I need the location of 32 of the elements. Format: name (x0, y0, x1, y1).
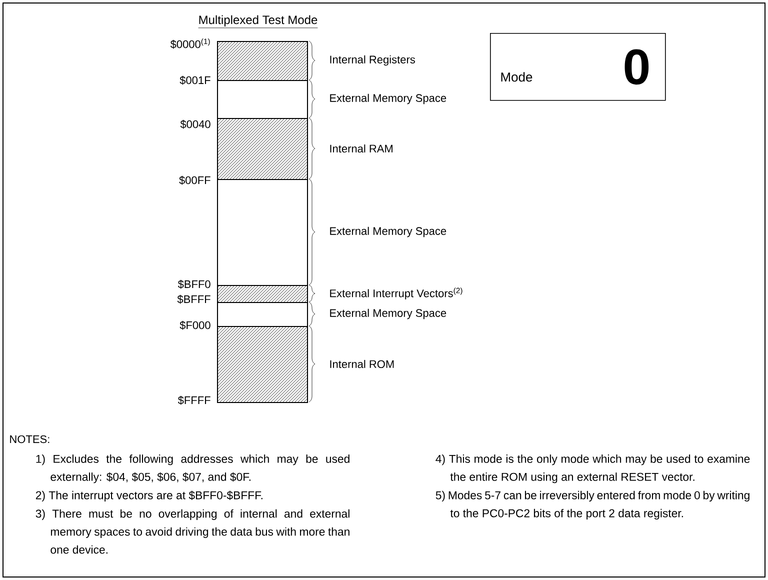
address-label: $BFFF (177, 294, 210, 304)
memory-segment (217, 302, 308, 327)
segment-label: Internal Registers (330, 55, 415, 66)
address-label: $BFF0 (178, 280, 210, 289)
note: 4) This mode is the only mode which may be used to examine the entire ROM using an external RESET vector. (436, 454, 750, 484)
address-label: $00FF (179, 176, 210, 185)
address-label: $F000 (180, 320, 210, 330)
mode-number: 0 (624, 49, 649, 85)
note: 3) There must be no overlapping of internal and external memory spaces to avoid driving the data bus with more than one device. (36, 509, 350, 554)
address-label: $FFFF (178, 396, 210, 405)
mode-box (490, 33, 666, 101)
segment-label: Internal ROM (330, 360, 394, 368)
address-label: $0040 (180, 120, 210, 129)
segment-label: Internal RAM (330, 144, 392, 153)
note: 5) Modes 5-7 can be irreversibly entered from mode 0 by writing to the PC0-PC2 bits of the port 2 data register. (436, 490, 750, 520)
notes-heading: NOTES: (10, 435, 50, 444)
address-label: $001F (180, 76, 210, 85)
segment-label: External Interrupt Vectors$^{(2)}$ (330, 288, 462, 300)
memory-segment (217, 179, 308, 286)
memory-segment (217, 326, 308, 403)
mode-label: Mode (501, 72, 532, 82)
note: 1) Excludes the following addresses which may be used externally: $04, $05, $06, $07, and $0F. (36, 454, 350, 484)
note: 2) The interrupt vectors are at $BFF0-$BFFF. (36, 490, 262, 502)
memory-segment (217, 285, 308, 303)
segment-label: External Memory Space (330, 308, 446, 320)
memory-segment (217, 80, 308, 119)
memory-segment (217, 118, 308, 180)
title: Multiplexed Test Mode (198, 15, 318, 28)
memory-segment (217, 41, 308, 81)
segment-label: External Memory Space (330, 226, 446, 238)
segment-label: External Memory Space (330, 94, 446, 104)
address-label: $0000$^{(1)}$ (170, 38, 210, 49)
